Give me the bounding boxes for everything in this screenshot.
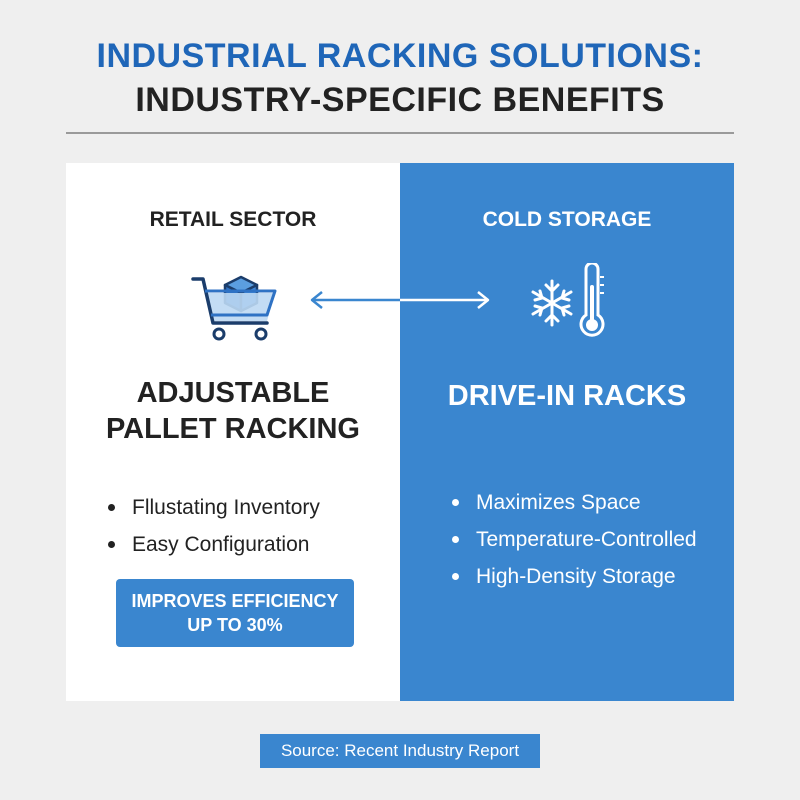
- cold-storage-bullet-list: Maximizes Space Temperature-Controlled H…: [452, 484, 697, 595]
- title-line-2: INDUSTRY-SPECIFIC BENEFITS: [135, 81, 665, 119]
- source-label: Source: Recent Industry Report: [260, 734, 540, 768]
- cold-storage-heading: DRIVE-IN RACKS: [447, 380, 687, 412]
- efficiency-callout: IMPROVES EFFICIENCY UP TO 30%: [116, 579, 354, 647]
- title-divider: [66, 132, 734, 134]
- retail-heading: ADJUSTABLE PALLET RACKING: [105, 377, 360, 445]
- retail-panel: RETAIL SECTOR ADJUSTABLE PALLET RACKING …: [66, 163, 400, 701]
- double-arrow-icon: [310, 291, 490, 309]
- shopping-cart-box-icon: [191, 275, 277, 341]
- cold-storage-panel: COLD STORAGE DRIVE-IN RACKS Maximizes Sp…: [400, 163, 734, 701]
- list-item: High-Density Storage: [452, 558, 697, 595]
- retail-bullet-list: Fllustating Inventory Easy Configuration: [108, 489, 320, 563]
- cold-storage-sector-label: COLD STORAGE: [482, 208, 652, 231]
- retail-sector-label: RETAIL SECTOR: [149, 208, 317, 231]
- title-line-1: INDUSTRIAL RACKING SOLUTIONS:: [96, 37, 704, 75]
- list-item: Temperature-Controlled: [452, 521, 697, 558]
- list-item: Maximizes Space: [452, 484, 697, 521]
- list-item: Fllustating Inventory: [108, 489, 320, 526]
- list-item: Easy Configuration: [108, 526, 320, 563]
- snowflake-thermometer-icon: [531, 263, 605, 337]
- page-title: INDUSTRIAL RACKING SOLUTIONS: INDUSTRY-S…: [0, 34, 800, 122]
